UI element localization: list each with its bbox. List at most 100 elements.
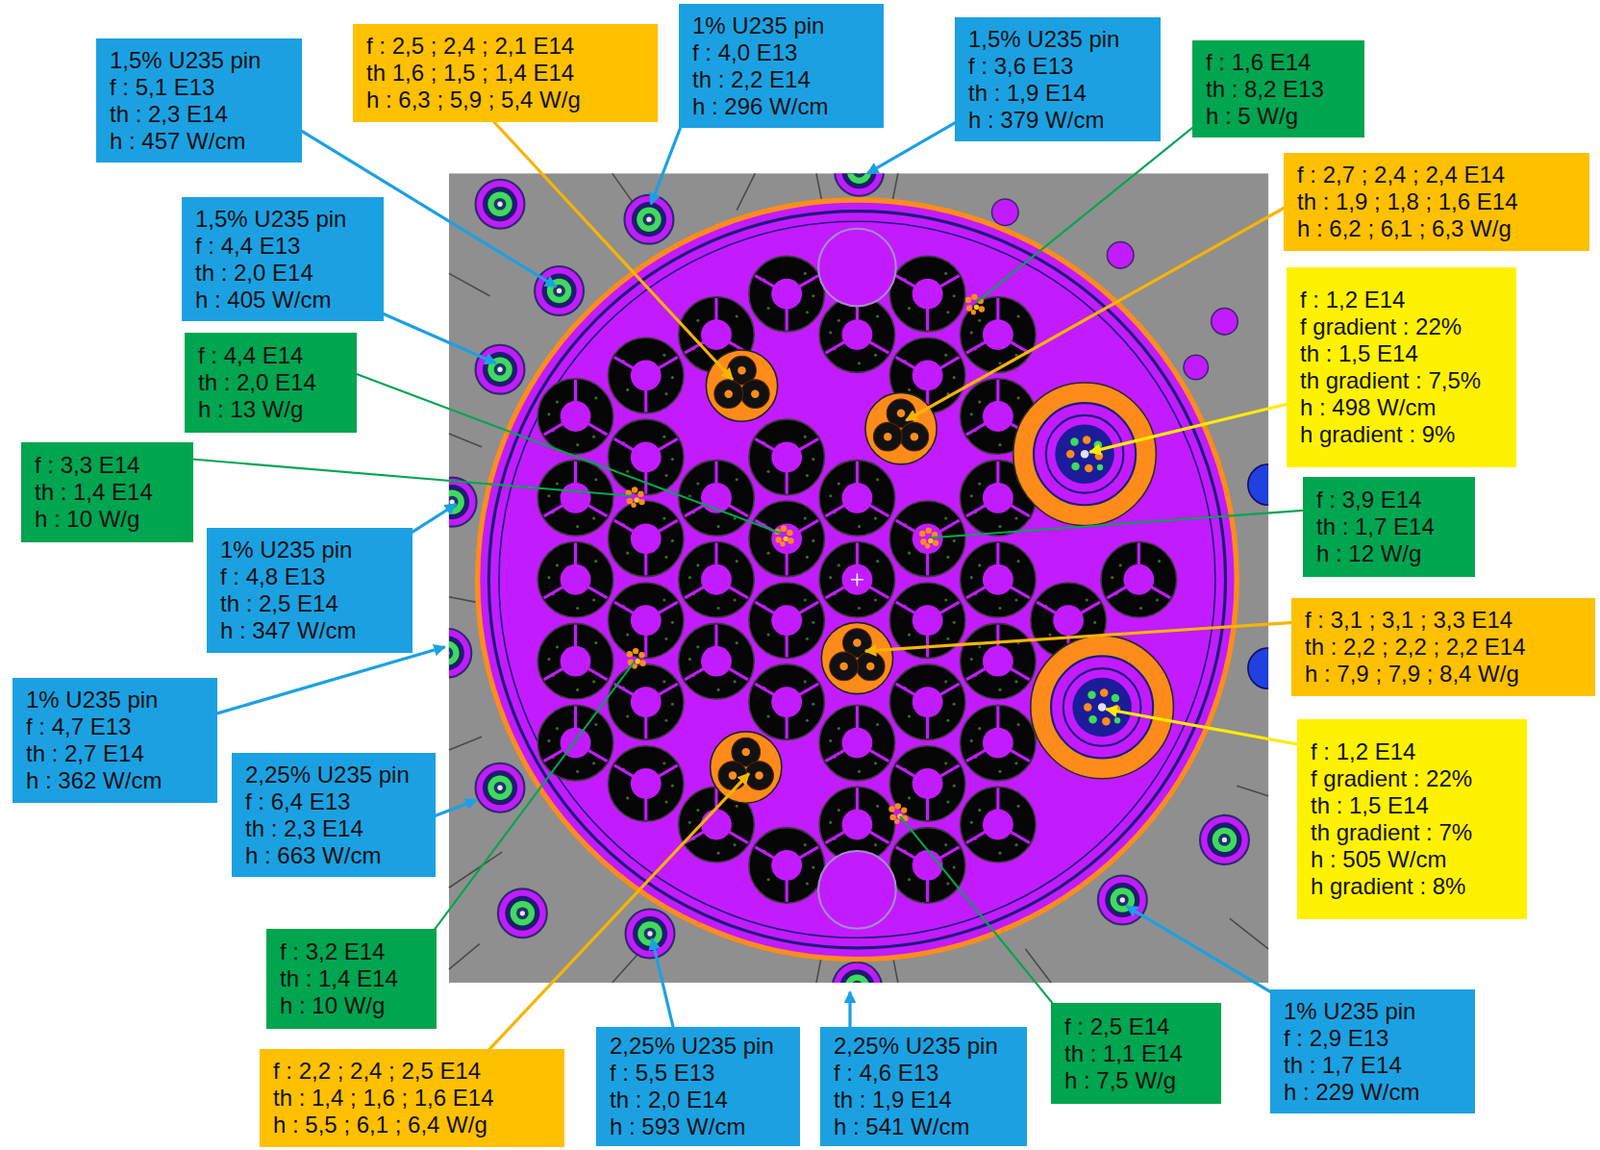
fuel-callout: f : 1,6 E14th : 8,2 E13h : 5 W/g xyxy=(1192,40,1365,138)
assembly-callout: f : 2,5 ; 2,4 ; 2,1 E14th 1,6 ; 1,5 ; 1,… xyxy=(352,24,658,123)
callout-text: th : 2,0 E14 xyxy=(609,1086,787,1114)
callout-text: th : 1,7 E14 xyxy=(1283,1051,1462,1079)
callout-text: h : 663 W/cm xyxy=(245,842,423,870)
callout-text: th : 2,0 E14 xyxy=(195,259,371,287)
outer-pins xyxy=(449,173,1269,983)
callout-text: 2,25% U235 pin xyxy=(609,1032,787,1060)
callout-text: th : 2,2 ; 2,2 ; 2,2 E14 xyxy=(1304,633,1582,661)
callout-text: th : 2,3 E14 xyxy=(245,815,423,843)
callout-text: 2,25% U235 pin xyxy=(245,761,423,789)
callout-text: h : 593 W/cm xyxy=(609,1113,787,1141)
callout-text: th : 1,4 ; 1,6 ; 1,6 E14 xyxy=(273,1084,551,1112)
callout-text: h : 457 W/cm xyxy=(109,127,289,155)
callout-text: h : 12 W/g xyxy=(1316,540,1462,568)
callout-text: th : 2,7 E14 xyxy=(25,740,204,768)
core-block xyxy=(449,173,1269,983)
pin-callout: 1% U235 pinf : 4,0 E13th : 2,2 E14h : 29… xyxy=(678,3,884,128)
partition-lines xyxy=(449,173,1269,983)
callout-text: th : 1,9 ; 1,8 ; 1,6 E14 xyxy=(1297,188,1576,216)
callout-text: h : 7,9 ; 7,9 ; 8,4 W/g xyxy=(1304,660,1582,688)
callout-text: h : 347 W/cm xyxy=(220,617,400,645)
callout-text: f : 4,0 E13 xyxy=(692,39,871,67)
callout-text: th : 1,9 E14 xyxy=(833,1086,1014,1114)
callout-text: h : 13 W/g xyxy=(198,396,344,424)
callout-text: h : 10 W/g xyxy=(34,505,180,533)
callout-text: th : 2,2 E14 xyxy=(692,66,871,94)
fuel-callout: f : 4,4 E14th : 2,0 E14h : 13 W/g xyxy=(184,332,357,433)
device-callout: f : 1,2 E14f gradient : 22%th : 1,5 E14t… xyxy=(1286,267,1517,468)
callout-text: th : 8,2 E13 xyxy=(1205,75,1351,103)
callout-text: 1% U235 pin xyxy=(25,686,204,714)
callout-text: f : 2,5 ; 2,4 ; 2,1 E14 xyxy=(366,32,645,60)
device-callout: f : 1,2 E14f gradient : 22%th : 1,5 E14t… xyxy=(1297,719,1527,920)
fuel-callout: f : 3,2 E14th : 1,4 E14h : 10 W/g xyxy=(266,928,437,1029)
assembly-callout: f : 2,7 ; 2,4 ; 2,4 E14th : 1,9 ; 1,8 ; … xyxy=(1283,152,1590,251)
callout-text: th : 1,4 E14 xyxy=(279,965,424,993)
pin-callout: 1% U235 pinf : 4,8 E13th : 2,5 E14h : 34… xyxy=(206,527,413,653)
special-positions xyxy=(625,294,1175,825)
callout-text: h : 498 W/cm xyxy=(1300,394,1503,422)
callout-text: th : 2,0 E14 xyxy=(198,369,344,397)
callout-text: f : 4,4 E13 xyxy=(195,232,371,260)
callout-text: f gradient : 22% xyxy=(1300,313,1503,341)
callout-text: h : 5,5 ; 6,1 ; 6,4 W/g xyxy=(273,1111,551,1139)
callout-text: 1% U235 pin xyxy=(1283,998,1462,1025)
callout-text: h gradient : 8% xyxy=(1310,873,1514,900)
pin-callout: 2,25% U235 pinf : 4,6 E13th : 1,9 E14h :… xyxy=(820,1026,1027,1147)
callout-text: f : 1,2 E14 xyxy=(1300,286,1503,314)
callout-text: f : 1,6 E14 xyxy=(1205,49,1351,76)
callout-text: h : 6,3 ; 5,9 ; 5,4 W/g xyxy=(366,86,645,114)
callout-text: th gradient : 7% xyxy=(1310,819,1514,847)
callout-text: th 1,6 ; 1,5 ; 1,4 E14 xyxy=(366,59,645,87)
callout-text: th : 1,7 E14 xyxy=(1316,513,1462,541)
callout-text: f : 2,9 E13 xyxy=(1283,1025,1462,1052)
pin-callout: 1% U235 pinf : 2,9 E13th : 1,7 E14h : 22… xyxy=(1270,989,1475,1114)
core-vessel xyxy=(477,200,1238,960)
callout-text: h : 10 W/g xyxy=(279,992,424,1020)
callout-text: th : 1,4 E14 xyxy=(34,478,180,506)
pin-callout: 2,25% U235 pinf : 5,5 E13th : 2,0 E14h :… xyxy=(596,1026,800,1147)
callout-text: th gradient : 7,5% xyxy=(1300,367,1503,395)
callout-text: f : 3,6 E13 xyxy=(968,52,1148,80)
callout-text: h : 5 W/g xyxy=(1205,102,1351,130)
callout-text: f : 2,5 E14 xyxy=(1064,1013,1208,1041)
callout-text: h : 7,5 W/g xyxy=(1064,1067,1208,1095)
callout-text: f : 4,6 E13 xyxy=(833,1059,1014,1087)
callout-text: 1,5% U235 pin xyxy=(109,47,289,75)
pin-callout: 1% U235 pinf : 4,7 E13th : 2,7 E14h : 36… xyxy=(12,677,218,803)
callout-text: f : 5,1 E13 xyxy=(109,74,289,101)
callout-text: f : 3,9 E14 xyxy=(1316,486,1462,514)
fuel-callout: f : 3,3 E14th : 1,4 E14h : 10 W/g xyxy=(21,442,194,543)
callout-text: 1,5% U235 pin xyxy=(968,25,1148,53)
callout-text: h : 505 W/cm xyxy=(1310,846,1514,874)
callout-text: f : 3,1 ; 3,1 ; 3,3 E14 xyxy=(1304,606,1582,634)
callout-text: h gradient : 9% xyxy=(1300,421,1503,449)
callout-text: f : 6,4 E13 xyxy=(245,788,423,816)
callout-text: h : 379 W/cm xyxy=(968,106,1148,134)
callout-text: f : 1,2 E14 xyxy=(1310,738,1514,766)
callout-text: f : 4,8 E13 xyxy=(220,563,400,591)
callout-text: th : 1,5 E14 xyxy=(1300,340,1503,368)
callout-text: 1% U235 pin xyxy=(220,536,400,564)
callout-text: h : 296 W/cm xyxy=(692,93,871,121)
fuel-callout: f : 2,5 E14th : 1,1 E14h : 7,5 W/g xyxy=(1050,1002,1222,1104)
callout-text: h : 362 W/cm xyxy=(25,767,204,795)
callout-text: th : 1,9 E14 xyxy=(968,79,1148,107)
assembly-callout: f : 3,1 ; 3,1 ; 3,3 E14th : 2,2 ; 2,2 ; … xyxy=(1291,598,1596,697)
pin-callout: 1,5% U235 pinf : 3,6 E13th : 1,9 E14h : … xyxy=(954,17,1161,142)
callout-text: f : 2,7 ; 2,4 ; 2,4 E14 xyxy=(1297,161,1576,189)
callout-text: 1% U235 pin xyxy=(692,12,871,40)
callout-text: f : 2,2 ; 2,4 ; 2,5 E14 xyxy=(273,1057,551,1085)
callout-text: th : 1,5 E14 xyxy=(1310,792,1514,820)
fuel-assemblies xyxy=(537,228,1176,929)
callout-text: f : 5,5 E13 xyxy=(609,1059,787,1087)
assembly-callout: f : 2,2 ; 2,4 ; 2,5 E14th : 1,4 ; 1,6 ; … xyxy=(259,1049,565,1148)
callout-text: f gradient : 22% xyxy=(1310,765,1514,793)
callout-text: 2,25% U235 pin xyxy=(833,1032,1014,1060)
pin-callout: 1,5% U235 pinf : 4,4 E13th : 2,0 E14h : … xyxy=(181,197,384,322)
callout-text: h : 6,2 ; 6,1 ; 6,3 W/g xyxy=(1297,215,1576,243)
pin-callout: 2,25% U235 pinf : 6,4 E13th : 2,3 E14h :… xyxy=(231,752,436,877)
callout-text: f : 3,2 E14 xyxy=(279,938,424,966)
callout-text: h : 229 W/cm xyxy=(1283,1078,1462,1106)
callout-text: th : 2,3 E14 xyxy=(109,100,289,128)
